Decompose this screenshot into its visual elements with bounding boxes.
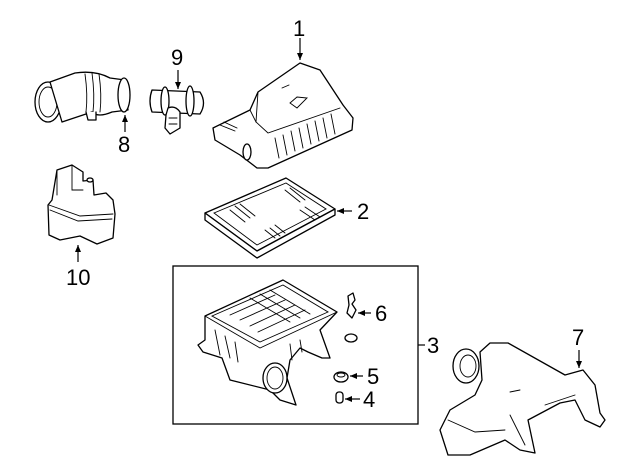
resonator-part[interactable] bbox=[47, 164, 116, 245]
callout-1: 1 bbox=[293, 16, 305, 41]
grommet-part[interactable] bbox=[333, 371, 349, 383]
callout-3: 3 bbox=[427, 333, 439, 358]
air-filter-part[interactable] bbox=[204, 177, 336, 259]
clip-part[interactable] bbox=[346, 292, 357, 319]
mass-air-flow-sensor-part[interactable] bbox=[149, 85, 205, 135]
resonator-duct-part[interactable] bbox=[439, 342, 606, 456]
air-cleaner-cover-part[interactable] bbox=[212, 62, 354, 169]
callout-7: 7 bbox=[572, 325, 584, 350]
small-grommet-part[interactable] bbox=[335, 391, 344, 404]
grommet-loose-part[interactable] bbox=[344, 333, 358, 343]
callout-9: 9 bbox=[171, 45, 183, 70]
intake-hose-part[interactable] bbox=[34, 71, 131, 123]
callout-8: 8 bbox=[118, 132, 130, 157]
callout-4: 4 bbox=[363, 387, 375, 412]
callout-5: 5 bbox=[367, 364, 379, 389]
callout-6: 6 bbox=[375, 301, 387, 326]
air-cleaner-body-part[interactable] bbox=[197, 279, 338, 406]
callout-2: 2 bbox=[357, 199, 369, 224]
callout-10: 10 bbox=[66, 265, 90, 290]
leader-lines bbox=[75, 38, 582, 402]
